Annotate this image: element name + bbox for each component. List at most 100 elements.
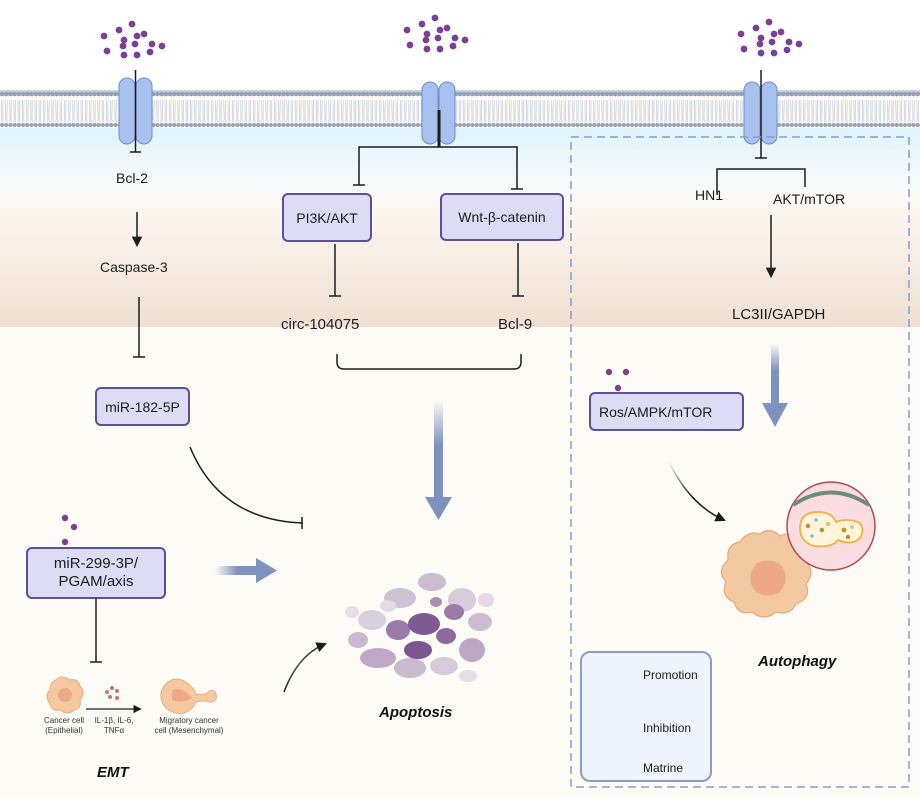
apoptotic-bleb: [358, 610, 386, 630]
matrine-dot: [119, 42, 127, 50]
matrine-dot: [436, 26, 444, 34]
legend-matrine-label: Matrine: [643, 761, 684, 775]
ion-channel-left: [118, 70, 153, 153]
autophagy-cancer-cell: [720, 529, 812, 618]
matrine-dot: [133, 32, 141, 40]
flow-arrow-emt-to-apoptosis: [215, 558, 277, 583]
migratory-line1: Migratory cancer: [159, 716, 219, 725]
apoptotic-bleb: [478, 593, 494, 607]
matrine-dot: [461, 36, 469, 44]
matrine-dot: [451, 34, 459, 42]
matrine-dot: [140, 30, 148, 38]
matrine-cluster-right: [737, 18, 803, 57]
matrine-dot: [765, 18, 773, 26]
wnt-inhibits-bcl9: [512, 243, 524, 297]
autophagy-region-border: [570, 136, 910, 788]
pi3k-inhibits-circ: [329, 244, 341, 297]
matrine-dot: [423, 45, 431, 53]
cytokines-line1: IL-1β, IL-6,: [94, 716, 134, 725]
matrine-dot: [795, 40, 803, 48]
matrine-dot: [740, 45, 748, 53]
apoptotic-bleb: [459, 670, 477, 682]
matrine-dot: [146, 48, 154, 56]
apoptotic-bleb: [386, 620, 410, 640]
matrine-dot: [431, 14, 439, 22]
legend-inhibition-label: Inhibition: [643, 721, 692, 735]
matrine-dot: [406, 41, 414, 49]
label-cytokines: IL-1β, IL-6, TNFα: [88, 716, 140, 736]
ion-channel-right: [716, 70, 806, 195]
matrine-dot: [115, 26, 123, 34]
label-caspase3: Caspase-3: [100, 259, 168, 275]
label-bcl2: Bcl-2: [116, 170, 148, 186]
matrine-dot: [757, 34, 765, 42]
matrine-dot: [158, 42, 166, 50]
label-lc3ii-gapdh: LC3II/GAPDH: [732, 306, 826, 323]
apoptotic-bleb: [468, 613, 492, 631]
matrine-dot: [443, 24, 451, 32]
apoptotic-bleb: [418, 573, 446, 591]
matrine-dot: [120, 51, 128, 59]
cytokines-line2: TNFα: [103, 726, 125, 735]
matrine-dot: [422, 36, 430, 44]
mir299-line1: miR-299-3P/: [53, 555, 139, 572]
caspase3-inhibits-mir182: [133, 297, 145, 358]
matrine-dot: [770, 30, 778, 38]
matrine-dot: [418, 20, 426, 28]
matrine-dot: [131, 40, 139, 48]
matrine-dot: [436, 45, 444, 53]
apoptotic-bleb: [436, 628, 456, 644]
matrine-cluster-middle: [403, 14, 469, 53]
migratory-cancer-cell: [160, 678, 217, 715]
matrine-dot: [128, 20, 136, 28]
apoptotic-bleb: [394, 658, 426, 678]
matrine-dot: [120, 36, 128, 44]
apoptotic-bleb: [459, 638, 485, 662]
mir299-line2: PGAM/axis: [58, 573, 134, 590]
matrine-dot: [133, 51, 141, 59]
matrine-dot: [423, 30, 431, 38]
box-pi3k-akt: PI3K/AKT: [282, 193, 372, 242]
box-ros-ampk-mtor: Ros/AMPK/mTOR: [589, 392, 744, 431]
ros-promotes-autophagy-arrow: [668, 461, 726, 522]
matrine-dot: [783, 46, 791, 54]
matrine-dot: [770, 49, 778, 57]
matrine-dot: [100, 32, 108, 40]
cytokine-dots: [105, 686, 119, 700]
matrine-cluster-left: [100, 20, 166, 59]
apoptotic-bleb: [404, 641, 432, 659]
legend-promotion-label: Promotion: [643, 668, 698, 682]
matrine-dot: [752, 24, 760, 32]
matrine-dot: [785, 38, 793, 46]
flow-arrow-to-apoptosis: [425, 400, 452, 520]
label-akt-mtor: AKT/mTOR: [773, 191, 846, 207]
combine-bracket: [336, 354, 522, 370]
matrine-dot: [768, 38, 776, 46]
apoptotic-cell-cluster: [345, 573, 494, 682]
box-mir182: miR-182-5P: [95, 387, 190, 426]
label-circ-104075: circ-104075: [281, 316, 360, 333]
legend-box: Promotion Inhibition Matrine: [580, 651, 712, 782]
cell-membrane: [0, 90, 920, 129]
box-wnt-beta-catenin: Wnt-β-catenin: [440, 193, 564, 241]
cancer-cell-line1: Cancer cell: [43, 716, 84, 725]
matrine-dot: [757, 49, 765, 57]
autophagosome-zoom-inset: [786, 481, 876, 571]
apoptotic-bleb: [444, 604, 464, 620]
label-cancer-cell-epithelial: Cancer cell (Epithelial): [32, 716, 96, 736]
epithelial-cancer-cell: [46, 676, 84, 714]
matrine-dot: [777, 28, 785, 36]
label-bcl9: Bcl-9: [498, 316, 533, 333]
box-mir299: miR-299-3P/ PGAM/axis: [26, 547, 166, 599]
title-autophagy: Autophagy: [758, 653, 837, 670]
emt-promotes-apoptosis-arrow: [283, 642, 327, 693]
matrine-dot: [403, 26, 411, 34]
apoptotic-bleb: [408, 613, 440, 635]
apoptotic-bleb: [348, 632, 368, 648]
label-hn1: HN1: [695, 187, 724, 203]
apoptotic-bleb: [380, 600, 396, 612]
matrine-dots-mir299: [61, 514, 78, 546]
apoptotic-bleb: [345, 606, 359, 618]
matrine-dot: [148, 40, 156, 48]
